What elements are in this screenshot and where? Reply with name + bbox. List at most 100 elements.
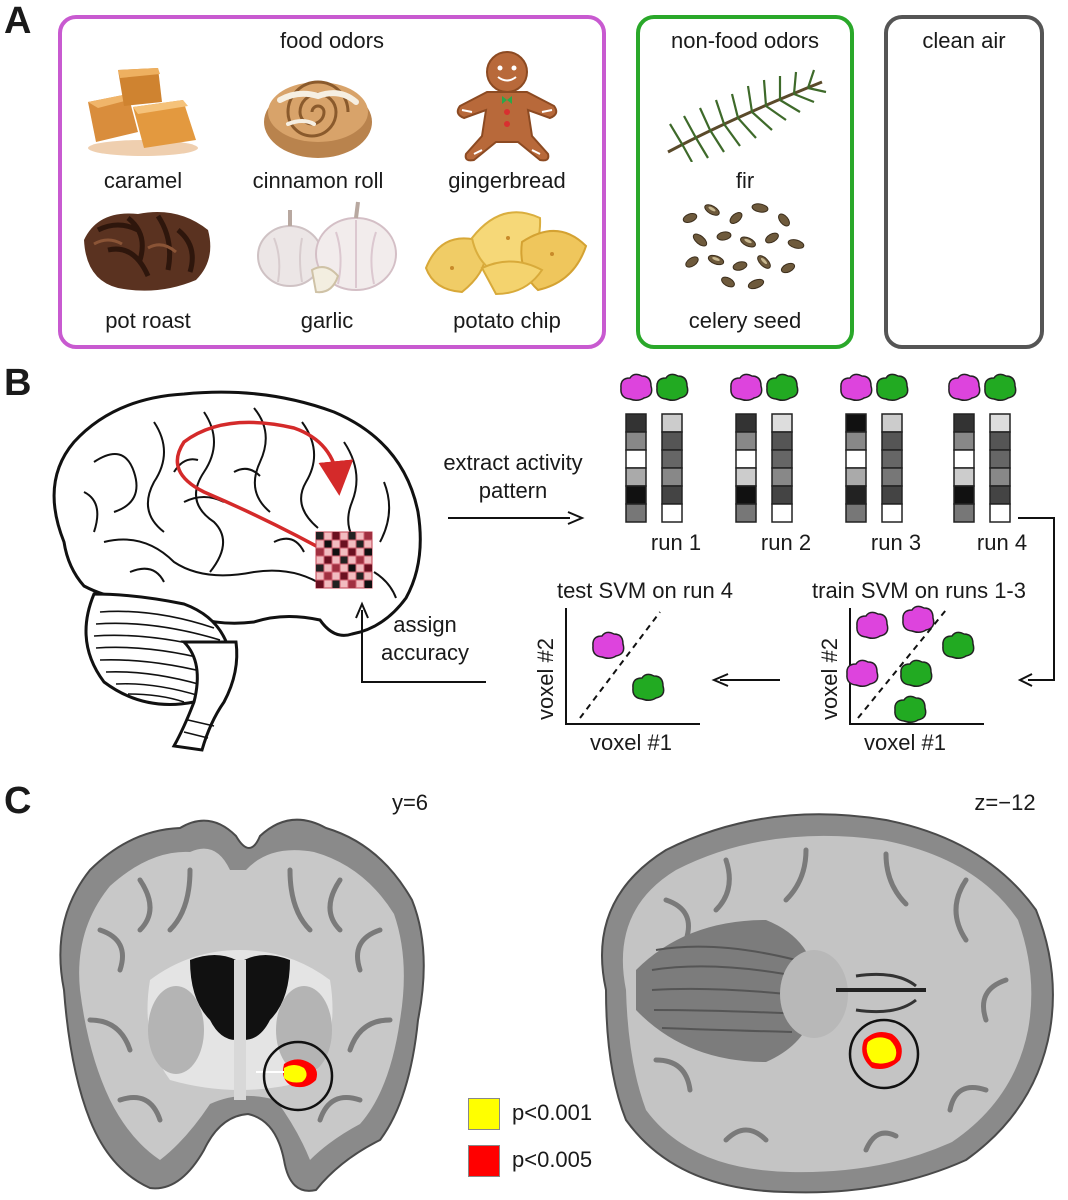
legend-swatch-p005 bbox=[468, 1145, 500, 1177]
panel-b-letter: B bbox=[4, 362, 32, 404]
caramel-icon bbox=[88, 68, 198, 156]
voxel-cell bbox=[625, 431, 647, 451]
voxel-cell bbox=[735, 431, 757, 451]
assign-label-line1: assign bbox=[393, 612, 457, 637]
voxel-cell bbox=[771, 449, 793, 469]
voxel-cell bbox=[661, 431, 683, 451]
run-label-1: run 1 bbox=[650, 530, 702, 555]
train-nonfood-point bbox=[900, 659, 933, 688]
train-y-axis-label: voxel #2 bbox=[817, 638, 842, 720]
pot-roast-label: pot roast bbox=[105, 308, 191, 333]
voxel-cell bbox=[881, 485, 903, 505]
potato-chip-label: potato chip bbox=[453, 308, 561, 333]
run-label-3: run 3 bbox=[870, 530, 922, 555]
voxel-cell bbox=[881, 467, 903, 487]
caramel-label: caramel bbox=[103, 168, 183, 193]
voxel-cell bbox=[735, 413, 757, 433]
brainstem-outline bbox=[171, 640, 239, 752]
voxel-cell bbox=[953, 503, 975, 523]
train-svm-title: train SVM on runs 1-3 bbox=[812, 578, 1026, 603]
test-svm-plot bbox=[565, 608, 700, 725]
voxel-cell bbox=[661, 485, 683, 505]
voxel-cell bbox=[735, 503, 757, 523]
legend-label-p001: p<0.001 bbox=[512, 1100, 593, 1125]
decoding-loop-arrow bbox=[175, 420, 354, 560]
train-nonfood-point bbox=[942, 631, 975, 660]
condition-odor-icon bbox=[984, 373, 1017, 402]
coronal-activation-p001 bbox=[284, 1065, 307, 1083]
voxel-cell bbox=[771, 503, 793, 523]
train-to-test-arrow bbox=[711, 673, 780, 687]
coronal-mri-slice bbox=[59, 818, 425, 1192]
train-x-axis-label: voxel #1 bbox=[864, 730, 946, 755]
train-food-point bbox=[902, 605, 935, 634]
coronal-roi-circle bbox=[262, 1040, 334, 1112]
assign-accuracy-arrow bbox=[355, 601, 486, 683]
voxel-cell bbox=[845, 503, 867, 523]
voxel-cell bbox=[989, 413, 1011, 433]
activity-pattern-column bbox=[625, 413, 647, 523]
voxel-cell bbox=[735, 485, 757, 505]
run-label-2: run 2 bbox=[760, 530, 812, 555]
legend-label-p005: p<0.005 bbox=[512, 1147, 593, 1172]
test-svm-title: test SVM on run 4 bbox=[556, 578, 734, 603]
voxel-cell bbox=[953, 413, 975, 433]
train-food-point bbox=[856, 611, 889, 640]
brain-diagram bbox=[52, 390, 422, 752]
voxel-cell bbox=[989, 449, 1011, 469]
axial-roi-circle bbox=[848, 1018, 920, 1090]
run4-to-train-connector bbox=[1017, 517, 1055, 687]
garlic-icon bbox=[257, 201, 397, 294]
panel-c-letter: C bbox=[4, 780, 32, 822]
voxel-cell bbox=[735, 449, 757, 469]
voxel-cell bbox=[771, 413, 793, 433]
voxel-cell bbox=[625, 413, 647, 433]
activity-pattern-column bbox=[953, 413, 975, 523]
train-food-point bbox=[846, 659, 879, 688]
voxel-cell bbox=[625, 485, 647, 505]
voxel-cell bbox=[845, 413, 867, 433]
condition-odor-icon bbox=[730, 373, 763, 402]
test-x-axis-label: voxel #1 bbox=[590, 730, 672, 755]
activity-pattern-column bbox=[989, 413, 1011, 523]
voxel-cell bbox=[771, 467, 793, 487]
cinnamon-roll-label: cinnamon roll bbox=[252, 168, 384, 193]
voxel-cell bbox=[845, 485, 867, 505]
food-odors-box bbox=[58, 15, 606, 349]
condition-odor-icon bbox=[948, 373, 981, 402]
celery-seed-icon bbox=[682, 203, 805, 290]
voxel-cell bbox=[661, 503, 683, 523]
gingerbread-icon bbox=[456, 51, 558, 162]
axial-mri-slice bbox=[601, 813, 1054, 1194]
fir-label: fir bbox=[735, 168, 755, 193]
axial-slice-label: z=−12 bbox=[974, 790, 1036, 815]
assign-label-line2: accuracy bbox=[380, 640, 470, 665]
extract-label-line1: extract activity bbox=[443, 450, 583, 475]
voxel-cell bbox=[953, 431, 975, 451]
voxel-cell bbox=[989, 503, 1011, 523]
activity-pattern-column bbox=[735, 413, 757, 523]
activity-pattern-column bbox=[771, 413, 793, 523]
fir-branch-icon bbox=[667, 69, 827, 162]
condition-odor-icon bbox=[620, 373, 653, 402]
voxel-cell bbox=[881, 431, 903, 451]
train-svm-plot bbox=[846, 605, 984, 725]
food-odors-title: food odors bbox=[280, 28, 384, 53]
train-nonfood-point bbox=[894, 695, 927, 724]
voxel-cell bbox=[989, 485, 1011, 505]
voxel-cell bbox=[845, 449, 867, 469]
clean-air-title: clean air bbox=[922, 28, 1006, 53]
cinnamon-roll-icon bbox=[264, 80, 372, 158]
voxel-cell bbox=[989, 467, 1011, 487]
extract-label-line2: pattern bbox=[478, 478, 548, 503]
test-food-point bbox=[592, 631, 625, 660]
test-nonfood-point bbox=[632, 673, 665, 702]
nonfood-odors-title: non-food odors bbox=[671, 28, 819, 53]
voxel-cell bbox=[881, 413, 903, 433]
test-y-axis-label: voxel #2 bbox=[533, 638, 558, 720]
legend-swatch-p001 bbox=[468, 1098, 500, 1130]
coronal-slice-label: y=6 bbox=[391, 790, 429, 815]
voxel-cell bbox=[881, 503, 903, 523]
voxel-cell bbox=[661, 449, 683, 469]
nonfood-odors-box bbox=[636, 15, 854, 349]
